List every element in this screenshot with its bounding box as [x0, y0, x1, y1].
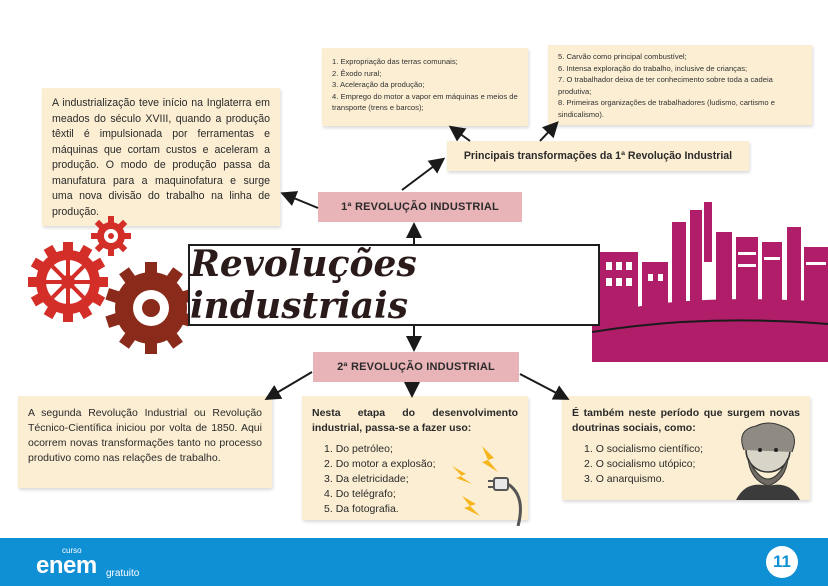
- uses-item-4: 4. Do telégrafo;: [324, 488, 396, 500]
- list-a-item-4: 4. Emprego do motor a vapor em máquinas …: [332, 91, 518, 113]
- doctrines-item-3: 3. O anarquismo.: [584, 473, 665, 485]
- brand-small: curso: [62, 546, 82, 555]
- doctrines-box: É também neste período que surgem novas …: [562, 396, 810, 500]
- uses-heading: Nesta etapa do desenvolvimento industria…: [312, 407, 518, 434]
- page-number: 11: [773, 552, 791, 571]
- first-revolution-label: 1ª REVOLUÇÃO INDUSTRIAL: [318, 192, 522, 222]
- arrow-to-second-intro: [264, 371, 313, 401]
- first-revolution-intro-text: A industrialização teve início na Inglat…: [52, 97, 270, 218]
- transformations-label: Principais transformações da 1ª Revoluçã…: [447, 141, 749, 171]
- brand-main: enem: [36, 552, 97, 579]
- brand-suffix: gratuito: [106, 568, 140, 579]
- uses-box: Nesta etapa do desenvolvimento industria…: [302, 396, 528, 526]
- arrow-to-list-a: [448, 125, 471, 142]
- arrow-to-intro: [280, 191, 319, 209]
- list-b-item-6: 6. Intensa exploração do trabalho, inclu…: [558, 63, 748, 73]
- list-a-item-1: 1. Expropriação das terras comunais;: [332, 57, 458, 66]
- arrow-to-transformations: [401, 157, 446, 191]
- doctrines-item-2: 2. O socialismo utópico;: [584, 458, 696, 470]
- second-revolution-intro-box: A segunda Revolução Industrial ou Revolu…: [18, 396, 272, 488]
- transformations-label-text: Principais transformações da 1ª Revoluçã…: [463, 150, 733, 162]
- list-b-item-7: 7. O trabalhador deixa de ter conhecimen…: [558, 75, 773, 96]
- uses-item-1: 1. Do petróleo;: [324, 443, 393, 455]
- uses-item-5: 5. Da fotografia.: [324, 503, 399, 515]
- electricity-doodle-icon: [452, 446, 522, 526]
- gears-illustration: [28, 216, 188, 354]
- list-a-item-2: 2. Êxodo rural;: [332, 68, 382, 78]
- list-b-item-8: 8. Primeiras organizações de trabalhador…: [558, 98, 775, 119]
- factory-illustration: [592, 202, 828, 362]
- arrow-to-doctrines: [519, 373, 570, 400]
- second-revolution-intro-text: A segunda Revolução Industrial ou Revolu…: [28, 407, 262, 464]
- transformations-list-b: 5. Carvão como principal combustível; 6.…: [548, 45, 812, 125]
- footer-bar: curso enem gratuito 11: [0, 538, 828, 586]
- second-revolution-label: 2ª REVOLUÇÃO INDUSTRIAL: [313, 352, 519, 382]
- page-number-badge: 11: [766, 546, 798, 578]
- uses-item-2: 2. Do motor a explosão;: [324, 458, 436, 470]
- list-a-item-3: 3. Aceleração da produção;: [332, 80, 425, 89]
- doctrines-item-1: 1. O socialismo científico;: [584, 443, 704, 455]
- portrait-illustration: [736, 422, 800, 500]
- list-b-item-5: 5. Carvão como principal combustível;: [558, 52, 687, 61]
- page-title: Revoluções industriais: [188, 243, 600, 327]
- doctrines-heading: É também neste período que surgem novas …: [572, 407, 800, 434]
- arrow-to-list-b: [539, 121, 559, 142]
- first-revolution-intro-box: A industrialização teve início na Inglat…: [42, 88, 280, 226]
- transformations-list-a: 1. Expropriação das terras comunais; 2. …: [322, 48, 528, 126]
- uses-item-3: 3. Da eletricidade;: [324, 473, 409, 485]
